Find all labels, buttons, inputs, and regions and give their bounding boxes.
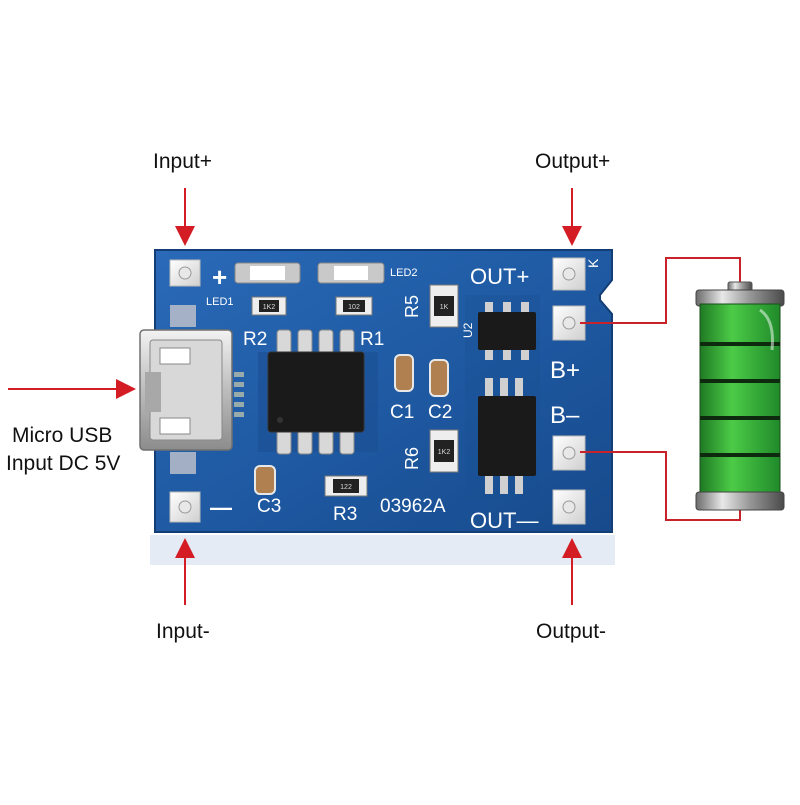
silk-r3: R3 <box>333 504 357 525</box>
battery-wires <box>580 257 741 521</box>
led1 <box>234 262 301 284</box>
resistor-r6: 1K2 <box>429 429 459 473</box>
silk-plus: + <box>212 262 227 292</box>
pcb-reflection <box>150 535 615 565</box>
silk-c2: C2 <box>428 402 452 423</box>
silk-r5: R5 <box>402 295 422 318</box>
capacitor-c1 <box>394 354 414 392</box>
silk-out-minus: OUT— <box>470 508 538 533</box>
silk-r1: R1 <box>360 329 384 350</box>
r2-code: 1K2 <box>263 304 276 311</box>
resistor-r1: 102 <box>335 296 373 316</box>
led2 <box>317 262 385 284</box>
silkscreen: + — LED1 LED2 R2 R1 R5 R6 R3 C1 C2 C3 U2… <box>206 258 601 533</box>
silk-r6: R6 <box>402 447 422 470</box>
usb-pins <box>234 372 244 417</box>
micro-usb-connector <box>139 329 244 451</box>
silk-out-plus: OUT+ <box>470 264 529 289</box>
label-micro-usb: Micro USB <box>12 424 113 447</box>
silk-r2: R2 <box>243 329 267 350</box>
pads <box>169 257 586 525</box>
r5-code: 1K <box>440 304 449 311</box>
label-input-plus: Input+ <box>153 150 212 173</box>
label-output-plus: Output+ <box>535 150 611 173</box>
capacitor-c2 <box>429 359 449 397</box>
r6-code: 1K2 <box>438 449 451 456</box>
silk-c3: C3 <box>257 496 281 517</box>
r1-code: 102 <box>348 304 360 311</box>
pad-out-minus <box>552 489 586 525</box>
silk-board-id: 03962A <box>380 496 446 517</box>
pad-usb-bottom <box>170 452 196 474</box>
silk-c1: C1 <box>390 402 414 423</box>
pad-b-minus <box>552 435 586 471</box>
arrows <box>8 188 582 605</box>
protection-ic <box>478 378 536 494</box>
label-input-dc: Input DC 5V <box>6 452 121 475</box>
silk-k: K <box>585 258 601 268</box>
ic-u2 <box>478 302 536 360</box>
silk-u2: U2 <box>461 322 475 338</box>
silk-led1: LED1 <box>206 296 234 308</box>
label-input-minus: Input- <box>156 620 210 643</box>
capacitor-c3 <box>254 465 276 495</box>
silk-b-plus: B+ <box>550 357 580 384</box>
pad-b-plus <box>552 305 586 341</box>
r3-code: 122 <box>340 484 352 491</box>
resistor-r3: 122 <box>324 475 368 497</box>
pad-input-plus <box>169 259 201 287</box>
resistor-r5: 1K <box>429 284 459 328</box>
pad-input-minus <box>169 491 201 523</box>
label-output-minus: Output- <box>536 620 607 643</box>
silk-b-minus: B– <box>550 402 580 429</box>
charger-ic <box>267 329 365 455</box>
battery-icon <box>695 281 785 511</box>
pad-out-plus <box>552 257 586 291</box>
wire-b-minus <box>580 451 741 521</box>
silk-led2: LED2 <box>390 267 418 279</box>
resistor-r2: 1K2 <box>251 296 287 316</box>
silk-minus: — <box>210 495 232 520</box>
pad-usb-top <box>170 305 196 327</box>
wire-b-plus <box>580 257 741 324</box>
